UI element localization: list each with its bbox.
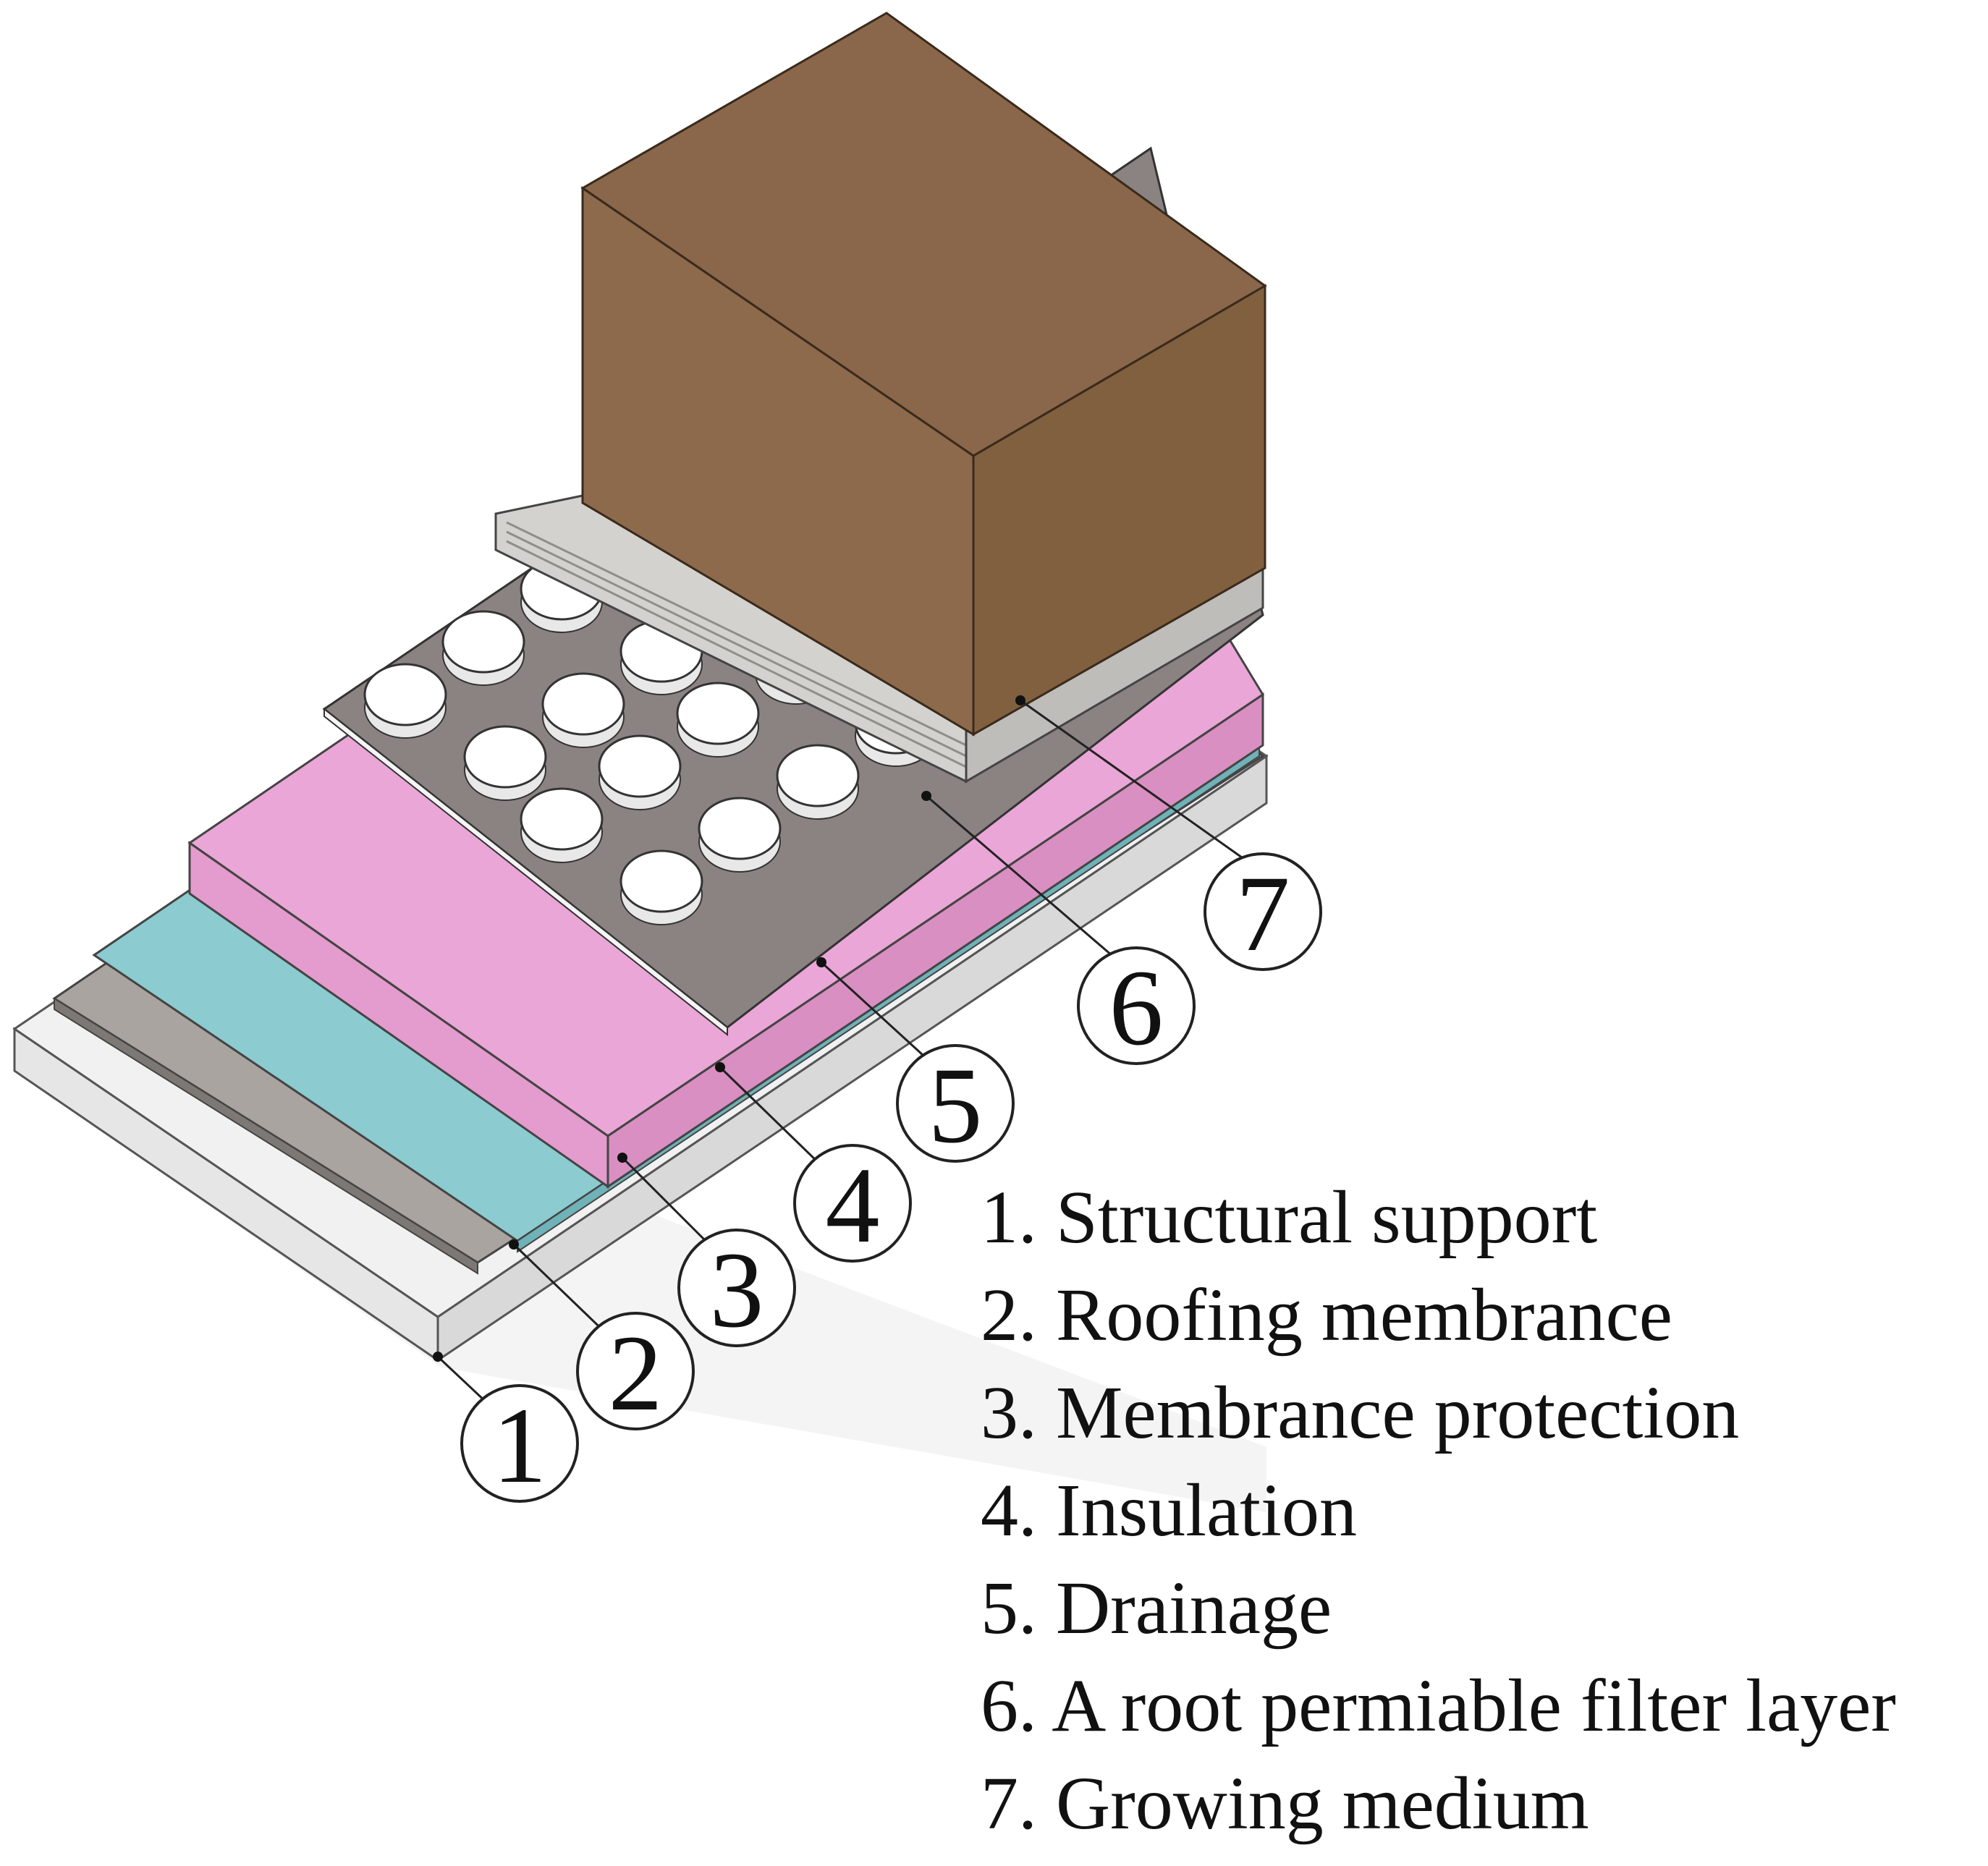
callout-2: 2 [576, 1312, 695, 1433]
callout-5: 5 [896, 1044, 1015, 1166]
leader-line-7 [1020, 699, 1253, 866]
drainage-cell [541, 672, 625, 736]
filter-layer [494, 494, 1264, 784]
leader-line-2 [512, 1243, 613, 1340]
leader-dot-2 [509, 1239, 519, 1250]
callout-7: 7 [1204, 852, 1322, 974]
callout-number-3: 3 [710, 1230, 764, 1350]
leader-dots [433, 695, 1025, 1362]
callout-number-2: 2 [609, 1313, 663, 1433]
leader-dot-1 [433, 1352, 443, 1362]
callout-3: 3 [677, 1229, 796, 1350]
leader-line-6 [926, 794, 1133, 975]
legend-item-5: 5. Drainage [981, 1566, 1332, 1650]
drainage-cell [776, 744, 860, 807]
drainage-cell [698, 797, 782, 860]
callout-number-5: 5 [929, 1046, 983, 1166]
growing-medium-block [580, 12, 1267, 737]
callout-number-7: 7 [1236, 854, 1290, 974]
legend-item-3: 3. Membrance protection [981, 1371, 1740, 1454]
callout-4: 4 [793, 1144, 912, 1265]
leader-dot-5 [816, 957, 826, 967]
drainage-cell [520, 787, 604, 851]
drainage-cell [619, 849, 703, 913]
leader-dot-3 [617, 1153, 627, 1163]
legend-item-4: 4. Insulation [981, 1469, 1357, 1552]
drainage-cell [463, 725, 547, 789]
legend-item-7: 7. Growing medium [981, 1762, 1589, 1845]
legend-item-6: 6. A root permiable filter layer [981, 1664, 1896, 1747]
leader-dot-7 [1015, 695, 1025, 705]
leader-dot-4 [715, 1062, 725, 1072]
leader-dot-6 [921, 791, 931, 801]
callout-number-1: 1 [493, 1386, 547, 1506]
drainage-cell [598, 734, 682, 798]
callout-number-6: 6 [1109, 948, 1164, 1068]
legend-item-2: 2. Roofing membrance [981, 1273, 1672, 1357]
layer-legend: 1. Structural support 2. Roofing membran… [981, 1169, 1896, 1852]
drainage-cell [363, 663, 447, 726]
legend-item-1: 1. Structural support [981, 1176, 1598, 1259]
callout-1: 1 [460, 1384, 579, 1506]
drainage-cell [676, 682, 760, 745]
callout-number-4: 4 [826, 1145, 880, 1265]
drainage-cell [441, 610, 525, 674]
callout-6: 6 [1077, 946, 1196, 1068]
